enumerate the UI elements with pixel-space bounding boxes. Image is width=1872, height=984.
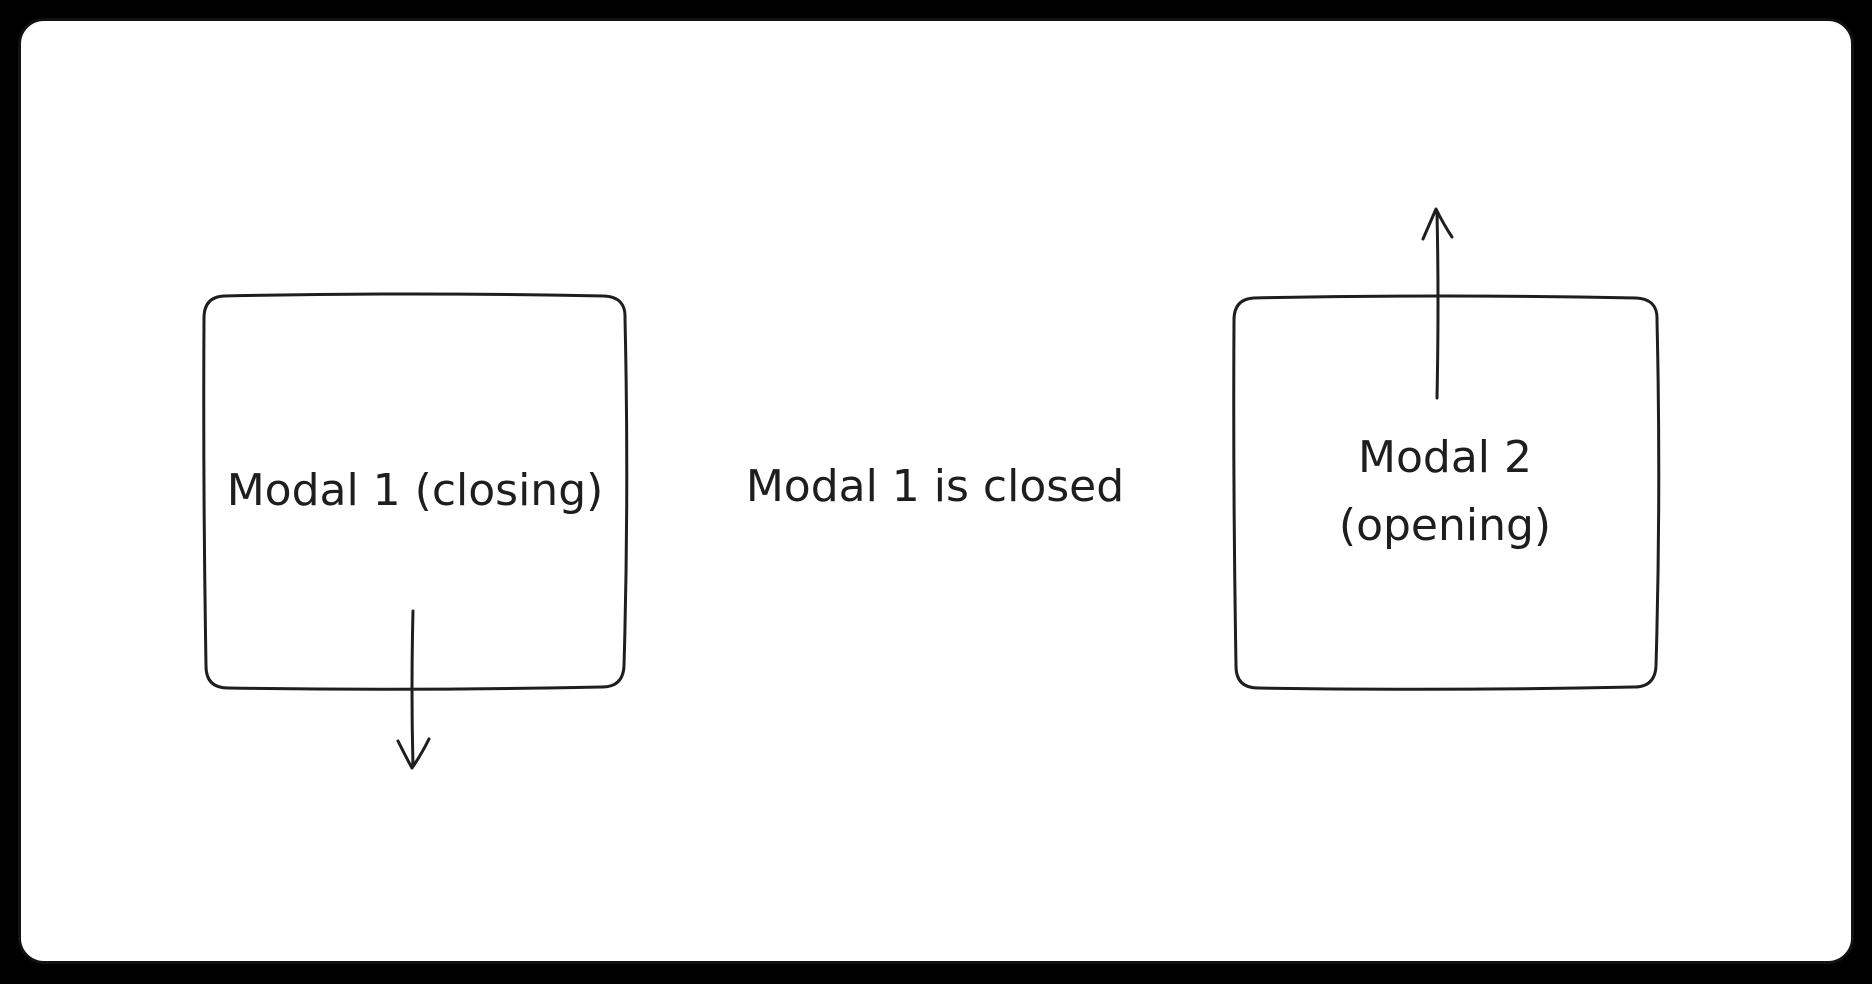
status-text: Modal 1 is closed	[745, 461, 1125, 512]
arrow-up-icon	[1421, 207, 1454, 400]
modal2-label-line2: (opening)	[1338, 500, 1552, 551]
modal2-box	[1232, 294, 1661, 691]
whiteboard-canvas	[18, 18, 1854, 964]
modal2-label: Modal 2 (opening)	[1233, 297, 1657, 687]
modal1-box	[202, 292, 629, 691]
arrow-down-icon	[396, 609, 431, 770]
modal2-label-line1: Modal 2	[1358, 432, 1532, 483]
modal1-label: Modal 1 (closing)	[226, 465, 604, 516]
